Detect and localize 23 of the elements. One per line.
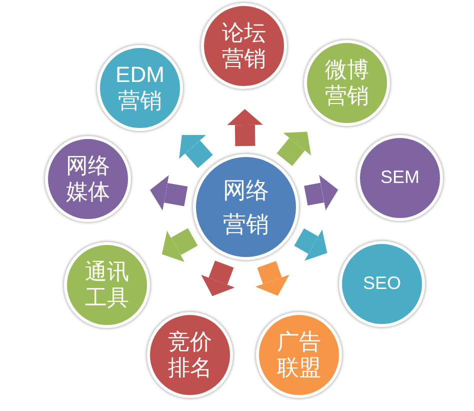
circle-label: 广告联盟 [276, 328, 322, 382]
hub-circle [193, 154, 299, 260]
topic-circle [357, 135, 443, 221]
arrow [148, 175, 188, 211]
arrow [304, 174, 340, 210]
circle-label: SEM [380, 167, 420, 189]
topic-circle [256, 312, 342, 398]
circle-label: 网络营销 [222, 176, 270, 239]
circle-label: 论坛营销 [221, 20, 267, 72]
arrow [226, 108, 263, 146]
topic-circle [64, 242, 150, 328]
circle-label: 通讯工具 [84, 258, 130, 312]
circle-label: EDM营销 [115, 62, 165, 114]
topic-circle [97, 45, 183, 131]
topic-circle [201, 3, 287, 89]
topic-circle [304, 40, 390, 126]
circle-label: 竞价排名 [167, 328, 213, 382]
topic-circle [147, 312, 233, 398]
circle-label: SEO [362, 273, 401, 295]
circle-label: 微博营销 [324, 56, 370, 110]
circle-label: 网络媒体 [65, 152, 111, 206]
topic-circle [339, 241, 425, 327]
topic-circle [45, 136, 131, 222]
